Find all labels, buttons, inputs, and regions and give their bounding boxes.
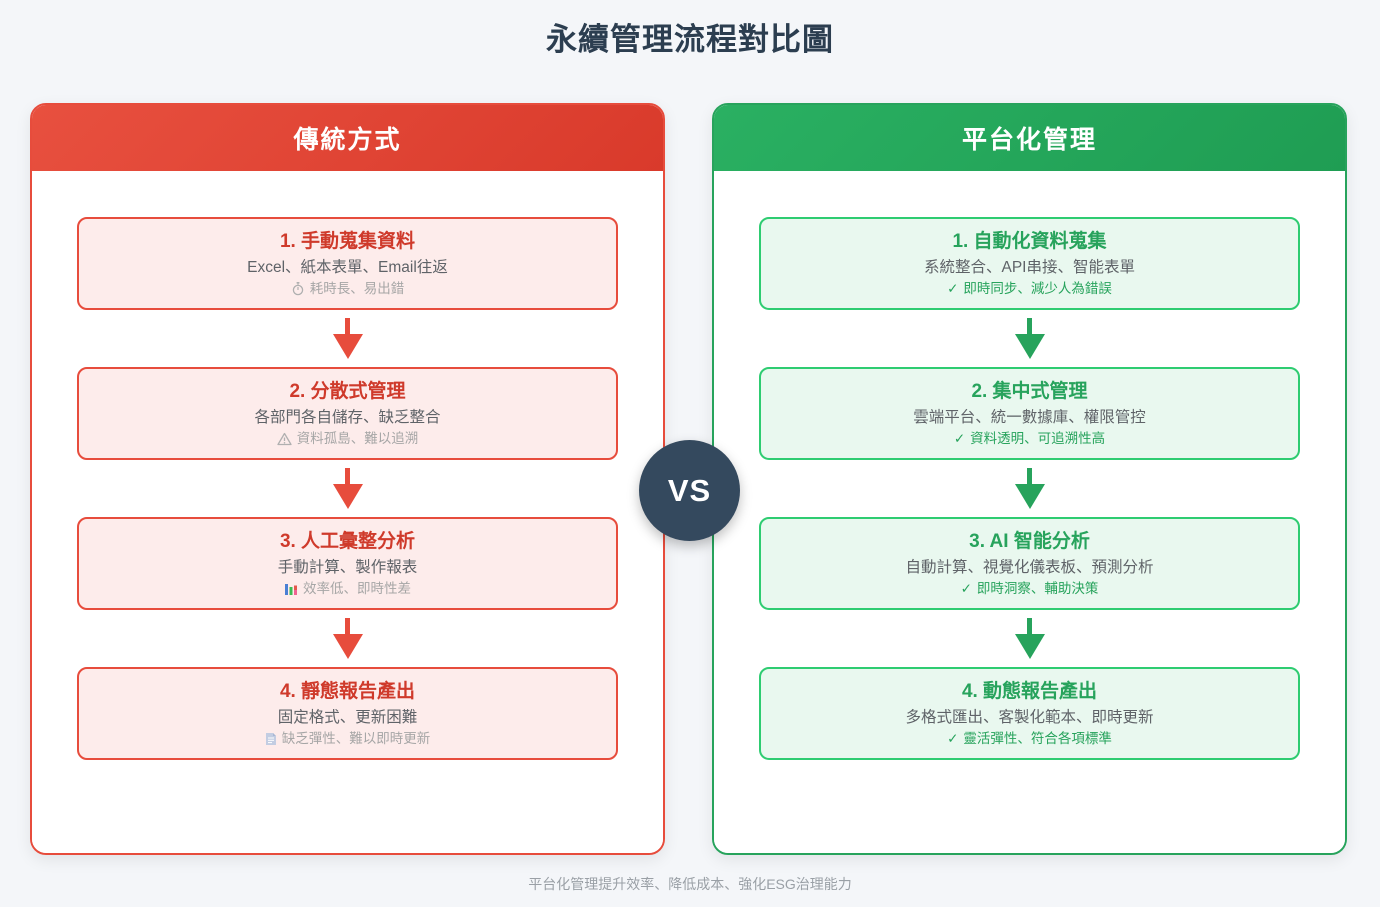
down-arrow-icon	[759, 610, 1300, 667]
down-arrow-icon	[759, 460, 1300, 517]
document-icon	[265, 732, 277, 746]
traditional-step-1: 1. 手動蒐集資料 Excel、紙本表單、Email往返 耗時長、易出錯	[77, 217, 618, 310]
platform-step-3: 3. AI 智能分析 自動計算、視覺化儀表板、預測分析 ✓ 即時洞察、輔助決策	[759, 517, 1300, 610]
warning-icon	[277, 432, 292, 446]
traditional-panel-body: 1. 手動蒐集資料 Excel、紙本表單、Email往返 耗時長、易出錯 2. …	[32, 171, 663, 853]
step-note-text: 資料孤島、難以追溯	[296, 430, 419, 446]
down-arrow-icon	[77, 610, 618, 667]
step-title: 1. 手動蒐集資料	[279, 230, 416, 252]
step-note: 耗時長、易出錯	[291, 279, 405, 299]
check-icon: ✓	[953, 430, 966, 446]
step-title: 3. AI 智能分析	[969, 530, 1090, 552]
step-note: 資料孤島、難以追溯	[277, 429, 419, 449]
step-note-text: 耗時長、易出錯	[309, 280, 405, 296]
step-title: 4. 靜態報告產出	[279, 680, 416, 702]
step-description: 自動計算、視覺化儀表板、預測分析	[905, 558, 1154, 576]
step-note-text: 效率低、即時性差	[303, 580, 411, 596]
step-title: 2. 集中式管理	[971, 380, 1088, 402]
step-description: 固定格式、更新困難	[277, 708, 418, 726]
step-note-text: 資料透明、可追溯性高	[970, 430, 1106, 446]
platform-panel-body: 1. 自動化資料蒐集 系統整合、API串接、智能表單 ✓ 即時同步、減少人為錯誤…	[714, 171, 1345, 853]
traditional-panel: 傳統方式 1. 手動蒐集資料 Excel、紙本表單、Email往返 耗時長、易出…	[30, 103, 665, 855]
step-description: 系統整合、API串接、智能表單	[924, 258, 1135, 276]
down-arrow-icon	[77, 460, 618, 517]
step-description: 手動計算、製作報表	[277, 558, 418, 576]
check-icon: ✓	[947, 280, 959, 296]
down-arrow-icon	[77, 310, 618, 367]
step-note: ✓ 靈活彈性、符合各項標準	[947, 729, 1112, 749]
check-icon: ✓	[960, 580, 972, 596]
page-title: 永續管理流程對比圖	[546, 22, 834, 57]
step-note: 效率低、即時性差	[284, 579, 411, 599]
step-title: 3. 人工彙整分析	[279, 530, 416, 552]
step-note-text: 即時同步、減少人為錯誤	[963, 280, 1112, 296]
step-note: ✓ 即時同步、減少人為錯誤	[947, 279, 1112, 299]
traditional-panel-header: 傳統方式	[32, 105, 663, 171]
vs-badge: VS	[639, 440, 740, 541]
platform-panel-header: 平台化管理	[714, 105, 1345, 171]
step-note: ✓ 資料透明、可追溯性高	[954, 429, 1105, 449]
platform-step-4: 4. 動態報告產出 多格式匯出、客製化範本、即時更新 ✓ 靈活彈性、符合各項標準	[759, 667, 1300, 760]
step-title: 4. 動態報告產出	[961, 680, 1098, 702]
step-description: 各部門各自儲存、缺乏整合	[254, 408, 441, 426]
step-note-text: 缺乏彈性、難以即時更新	[281, 730, 431, 746]
step-note-text: 即時洞察、輔助決策	[976, 580, 1099, 596]
platform-panel: 平台化管理 1. 自動化資料蒐集 系統整合、API串接、智能表單 ✓ 即時同步、…	[712, 103, 1347, 855]
step-description: Excel、紙本表單、Email往返	[247, 258, 448, 276]
step-description: 多格式匯出、客製化範本、即時更新	[905, 708, 1154, 726]
footer-caption: 平台化管理提升效率、降低成本、強化ESG治理能力	[528, 876, 852, 892]
traditional-step-2: 2. 分散式管理 各部門各自儲存、缺乏整合 資料孤島、難以追溯	[77, 367, 618, 460]
check-icon: ✓	[947, 730, 959, 746]
platform-step-1: 1. 自動化資料蒐集 系統整合、API串接、智能表單 ✓ 即時同步、減少人為錯誤	[759, 217, 1300, 310]
step-title: 1. 自動化資料蒐集	[952, 230, 1107, 252]
step-description: 雲端平台、統一數據庫、權限管控	[913, 408, 1146, 426]
step-note: 缺乏彈性、難以即時更新	[265, 729, 431, 749]
traditional-step-4: 4. 靜態報告產出 固定格式、更新困難 缺乏彈性、難以即時更新	[77, 667, 618, 760]
traditional-step-3: 3. 人工彙整分析 手動計算、製作報表 效率低、即時性差	[77, 517, 618, 610]
step-note-text: 靈活彈性、符合各項標準	[963, 730, 1112, 746]
step-title: 2. 分散式管理	[289, 380, 406, 402]
stopwatch-icon	[291, 281, 305, 296]
bar-chart-icon	[284, 582, 298, 596]
down-arrow-icon	[759, 310, 1300, 367]
platform-step-2: 2. 集中式管理 雲端平台、統一數據庫、權限管控 ✓ 資料透明、可追溯性高	[759, 367, 1300, 460]
step-note: ✓ 即時洞察、輔助決策	[961, 579, 1099, 599]
